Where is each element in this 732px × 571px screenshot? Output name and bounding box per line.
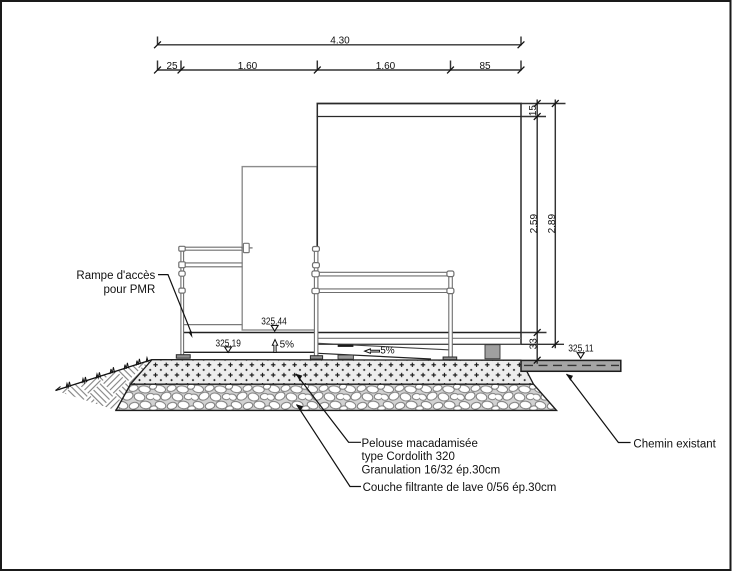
svg-text:2.89: 2.89 <box>547 214 558 234</box>
svg-text:25: 25 <box>166 61 178 72</box>
svg-text:type Cordolith 320: type Cordolith 320 <box>362 451 455 463</box>
svg-text:Pelouse macadamisée: Pelouse macadamisée <box>362 438 478 450</box>
svg-text:325.19: 325.19 <box>216 338 241 349</box>
svg-text:325.44: 325.44 <box>261 316 287 327</box>
svg-text:Rampe d'accès: Rampe d'accès <box>76 270 155 282</box>
svg-text:pour PMR: pour PMR <box>104 284 156 296</box>
svg-text:5%: 5% <box>280 339 295 350</box>
svg-text:15: 15 <box>528 105 539 117</box>
svg-text:5%: 5% <box>380 345 395 356</box>
svg-text:85: 85 <box>479 61 491 72</box>
svg-text:325.11: 325.11 <box>568 343 593 354</box>
svg-text:1.60: 1.60 <box>238 61 258 72</box>
svg-text:33: 33 <box>528 338 539 350</box>
svg-text:Couche filtrante de lave 0/56: Couche filtrante de lave 0/56 ép.30cm <box>363 482 557 494</box>
svg-text:Chemin existant: Chemin existant <box>633 439 716 451</box>
svg-text:2.59: 2.59 <box>529 214 540 234</box>
svg-text:4.30: 4.30 <box>330 35 350 46</box>
svg-text:1.60: 1.60 <box>376 61 396 72</box>
svg-text:Granulation 16/32 ép.30cm: Granulation 16/32 ép.30cm <box>362 465 501 477</box>
